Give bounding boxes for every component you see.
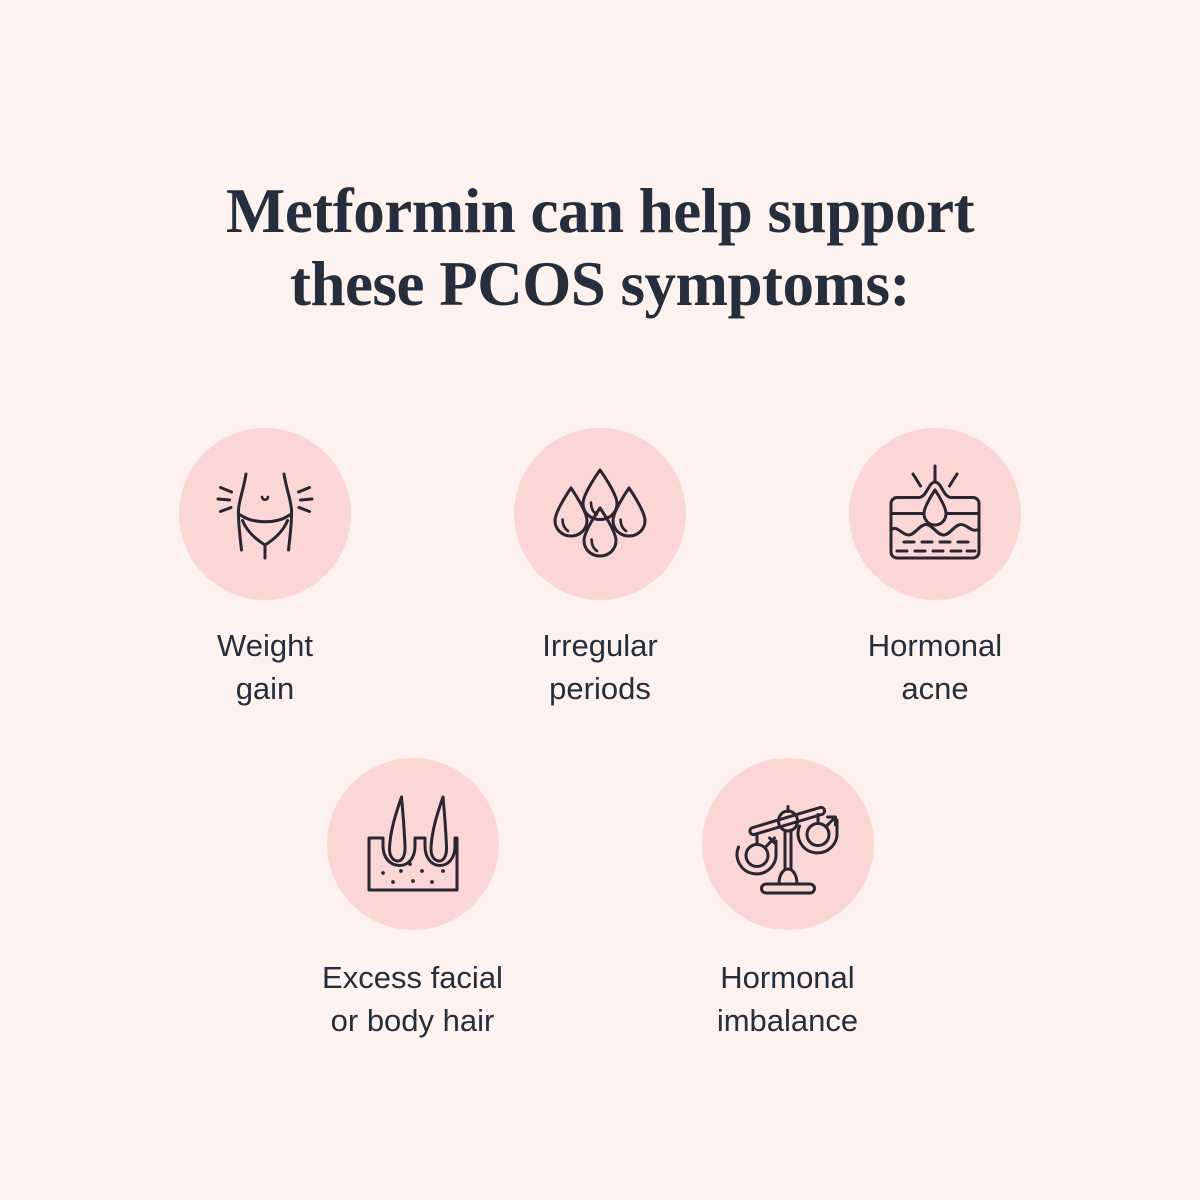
icon-badge-weight-gain bbox=[179, 428, 351, 600]
symptom-hormonal-imbalance: Hormonal imbalance bbox=[701, 758, 874, 1042]
icon-badge-hormonal-imbalance bbox=[701, 758, 874, 930]
skin-pimple-icon bbox=[881, 462, 989, 566]
torso-waist-icon bbox=[213, 462, 317, 566]
title-line-1: Metformin can help support bbox=[225, 176, 975, 246]
symptom-hormonal-acne: Hormonal acne bbox=[849, 428, 1021, 710]
gender-balance-scale-icon bbox=[735, 791, 841, 897]
page-title: Metformin can help support these PCOS sy… bbox=[0, 175, 1200, 321]
icon-badge-hormonal-acne bbox=[849, 428, 1021, 600]
icon-badge-excess-hair bbox=[326, 758, 499, 930]
symptom-row-1: Weight gain bbox=[0, 428, 1200, 710]
symptom-weight-gain: Weight gain bbox=[179, 428, 351, 710]
symptom-label-hormonal-acne: Hormonal acne bbox=[867, 628, 1003, 706]
symptom-excess-hair: Excess facial or body hair bbox=[322, 758, 503, 1042]
symptom-irregular-periods: Irregular periods bbox=[514, 428, 686, 710]
blood-drops-icon bbox=[550, 462, 650, 566]
hair-follicle-skin-icon bbox=[361, 791, 465, 897]
title-line-2: these PCOS symptoms: bbox=[290, 249, 910, 319]
symptom-row-2: Excess facial or body hair bbox=[0, 758, 1200, 1042]
symptom-label-irregular-periods: Irregular periods bbox=[542, 628, 658, 706]
symptom-label-weight-gain: Weight gain bbox=[217, 628, 313, 706]
symptom-label-excess-hair: Excess facial or body hair bbox=[322, 960, 503, 1038]
icon-badge-irregular-periods bbox=[514, 428, 686, 600]
symptom-label-hormonal-imbalance: Hormonal imbalance bbox=[716, 960, 859, 1038]
